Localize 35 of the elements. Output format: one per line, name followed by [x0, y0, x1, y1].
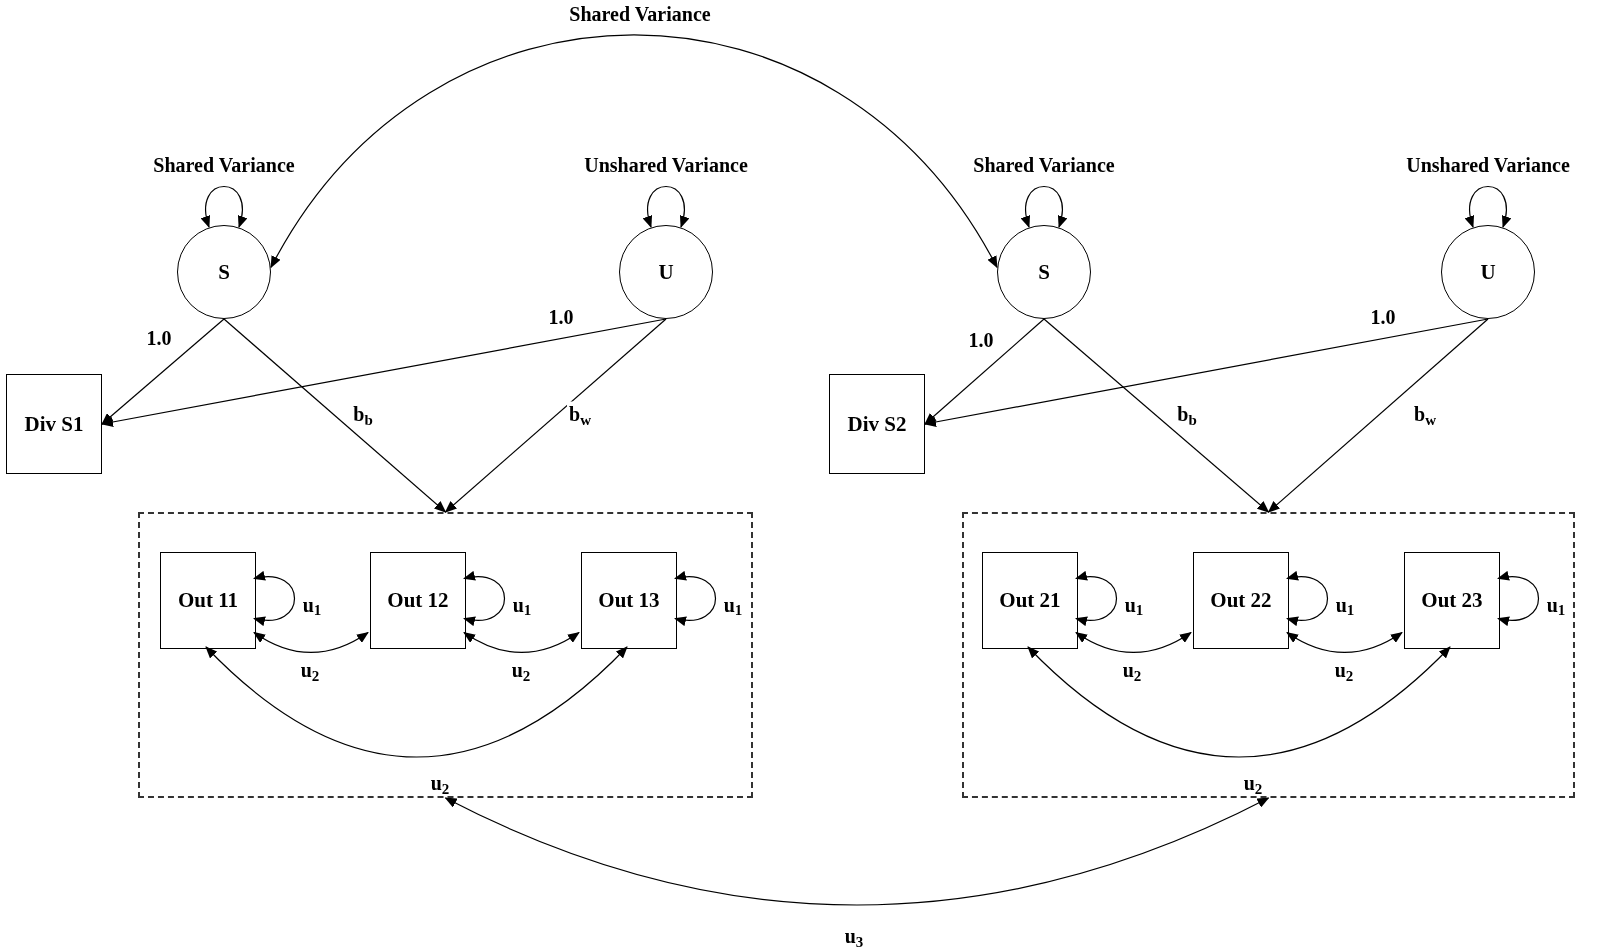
observed-variable-box: Out 23 [1404, 552, 1500, 649]
arrow [1267, 318, 1489, 513]
arrow [1286, 571, 1329, 626]
observed-variable-box: Out 21 [982, 552, 1078, 649]
arrow [444, 318, 667, 513]
arrow [924, 318, 1045, 425]
observed-variable-box: Div S2 [829, 374, 925, 474]
arrow [463, 571, 506, 626]
arrow [1465, 185, 1511, 228]
arrow [1021, 185, 1067, 228]
arrow [444, 797, 1270, 906]
arrow [643, 185, 689, 228]
arrow [101, 318, 225, 425]
arrow [201, 185, 247, 228]
arrow [1286, 631, 1403, 654]
observed-variable-box: Div S1 [6, 374, 102, 474]
arrow [223, 318, 447, 513]
observed-variable-box: Out 12 [370, 552, 466, 649]
arrow [674, 571, 717, 626]
arrow [205, 646, 628, 758]
arrow [1027, 646, 1451, 758]
arrow [924, 318, 1489, 427]
arrow [1043, 318, 1270, 513]
arrow [253, 631, 369, 654]
arrow [463, 631, 580, 654]
arrow [1075, 631, 1192, 654]
edge-label: b$_{w}$ [567, 401, 593, 427]
observed-variable-box: Out 13 [581, 552, 677, 649]
arrow [253, 571, 296, 626]
arrow [101, 318, 667, 427]
observed-variable-box: Out 22 [1193, 552, 1289, 649]
arrow [270, 34, 998, 269]
observed-variable-box: Out 11 [160, 552, 256, 649]
arrow [1075, 571, 1118, 626]
arrow [1497, 571, 1540, 626]
